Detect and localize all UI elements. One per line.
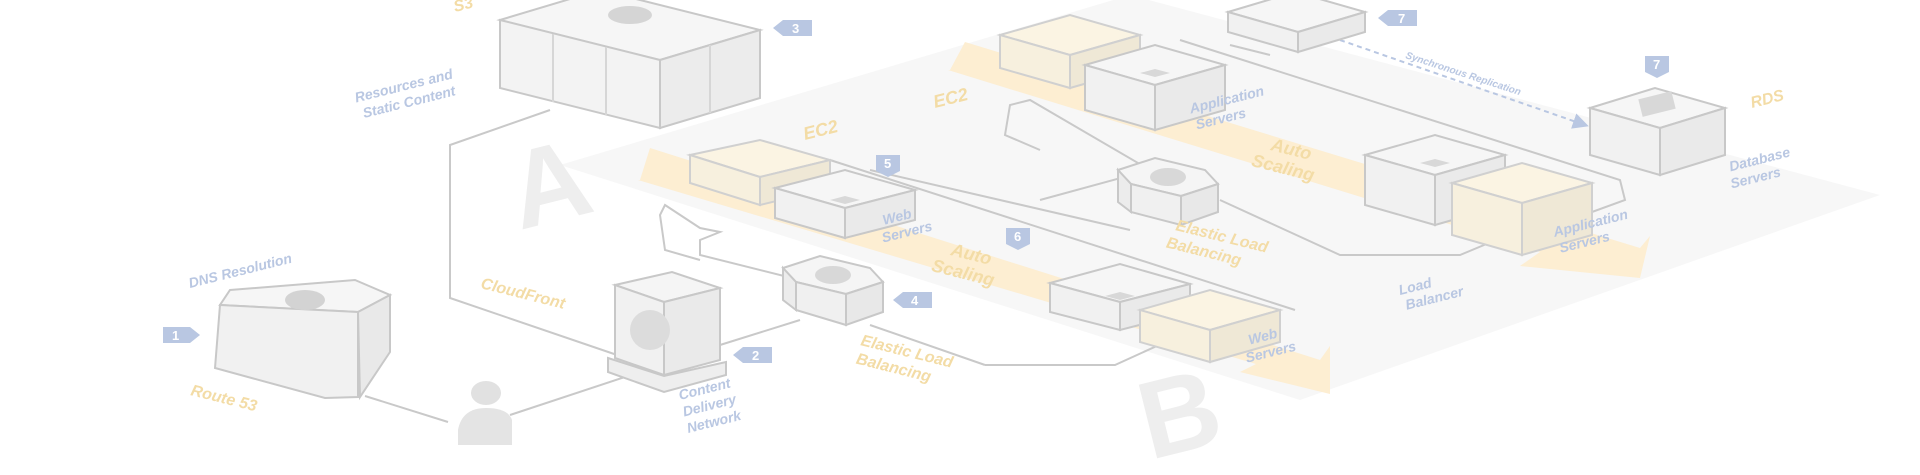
svg-text:7: 7 bbox=[1653, 57, 1660, 72]
web-server-b2 bbox=[1136, 288, 1284, 364]
resources-label: Resources and Static Content bbox=[353, 65, 462, 122]
bucket-icon bbox=[608, 6, 652, 24]
app-server-b2 bbox=[1448, 161, 1596, 257]
wire-s3-to-user bbox=[449, 109, 621, 357]
wire-app-to-db bbox=[1179, 39, 1627, 221]
s3-label: S3 bbox=[452, 0, 475, 16]
svg-text:4: 4 bbox=[911, 293, 919, 308]
wire-web-to-elb2-b bbox=[869, 169, 1131, 231]
svg-text:1: 1 bbox=[172, 328, 179, 343]
badge-4: 4 bbox=[893, 292, 932, 308]
svg-text:7: 7 bbox=[1398, 11, 1405, 26]
cdn-label: Content Delivery Network bbox=[677, 373, 746, 436]
lb-line-1: Load bbox=[1397, 274, 1434, 298]
web-1-line-1: Web bbox=[881, 205, 914, 228]
rds-primary-box bbox=[1224, 0, 1369, 54]
s3-bucket-box bbox=[496, 0, 764, 130]
elb-1 bbox=[781, 254, 885, 327]
web-server-a2 bbox=[771, 168, 919, 240]
rds-standby-box bbox=[1586, 86, 1729, 177]
svg-text:5: 5 bbox=[884, 156, 891, 171]
badge-6: 6 bbox=[1006, 228, 1030, 250]
dns-resolution-label: DNS Resolution bbox=[187, 250, 294, 291]
svg-text:6: 6 bbox=[1014, 229, 1021, 244]
database-icon bbox=[1638, 91, 1676, 117]
badge-2: 2 bbox=[733, 347, 772, 363]
badge-5: 5 bbox=[876, 155, 900, 177]
sync-replication-line bbox=[1339, 39, 1589, 129]
wire-elb-to-web-b bbox=[869, 324, 986, 366]
wire-elb-to-web bbox=[658, 203, 801, 281]
wire-web-to-elb2 bbox=[829, 159, 1296, 311]
badge-7b: 7 bbox=[1645, 56, 1669, 78]
globe-icon bbox=[630, 310, 670, 350]
cloudfront-label: CloudFront bbox=[479, 275, 567, 313]
badge-7a: 7 bbox=[1378, 10, 1417, 26]
elb-1-label: Elastic Load Balancing bbox=[854, 332, 958, 391]
badge-3: 3 bbox=[773, 20, 812, 36]
wire-app-to-rds bbox=[1229, 44, 1271, 56]
wire-route53-to-user bbox=[364, 395, 449, 423]
cdn-box bbox=[607, 270, 727, 394]
wire-cdn-to-elb bbox=[719, 319, 801, 346]
svg-text:2: 2 bbox=[752, 348, 759, 363]
web-2-line-1: Web bbox=[1246, 325, 1279, 348]
route53-label: Route 53 bbox=[189, 382, 259, 415]
svg-text:3: 3 bbox=[792, 21, 799, 36]
rds-label: RDS bbox=[1749, 87, 1786, 112]
app-server-a2 bbox=[1081, 43, 1229, 132]
cloud-icon bbox=[285, 290, 325, 310]
zone-label-a: A bbox=[496, 115, 603, 254]
elb-2 bbox=[1116, 156, 1220, 227]
badge-1: 1 bbox=[163, 327, 200, 343]
load-balancer-icon-2 bbox=[1150, 168, 1186, 186]
wire-user-to-cdn bbox=[509, 371, 641, 416]
load-balancer-icon bbox=[815, 266, 851, 284]
user-icon bbox=[458, 381, 512, 445]
route53-box bbox=[213, 278, 393, 401]
wire-web-b bbox=[985, 339, 1171, 366]
